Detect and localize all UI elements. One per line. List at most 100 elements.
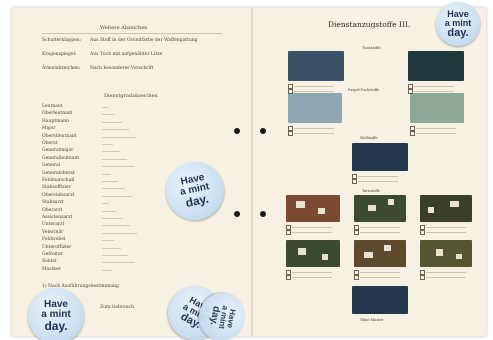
- fabric-swatch-camo-olive: [420, 240, 472, 267]
- rank-detail-rule: [102, 210, 116, 212]
- checkbox-caption-line: [358, 181, 398, 182]
- left-page-subheading: Dienstgradabzeichen: [104, 93, 158, 99]
- rank-entry: Feldmarschall: [42, 178, 75, 183]
- checkbox-square: [420, 275, 425, 280]
- rank-entry: Generalleutnant: [42, 155, 80, 161]
- checkbox-square: [286, 270, 291, 275]
- checkbox-square: [288, 126, 293, 131]
- rank-detail-rule: [102, 151, 120, 153]
- fabric-swatch-dark-teal: [408, 51, 464, 81]
- fabric-swatch-camo-brown: [354, 240, 406, 267]
- left-page-heading: Weitere Abzeichen: [100, 25, 148, 31]
- rank-detail-rule: [102, 173, 111, 175]
- rank-entry: Generalmajor: [42, 148, 74, 154]
- checkbox-square: [410, 131, 415, 136]
- intro-text: Aus Stoff in der Grundfarbe der Waffenga…: [90, 38, 198, 43]
- rank-detail-rule: [102, 129, 129, 131]
- rank-detail-rule: [102, 232, 137, 234]
- have-a-mint-day-badge: Have a mint day.: [28, 288, 84, 340]
- left-page: Weitere Abzeichen Schulterklappen: Aus S…: [12, 8, 252, 336]
- checkbox-caption-line: [426, 277, 466, 278]
- checkbox-square: [286, 275, 291, 280]
- intro-key: Schulterklappen:: [42, 38, 82, 43]
- intro-text: Nach besonderer Vorschrift: [90, 66, 154, 71]
- rank-detail-rule: [102, 203, 109, 205]
- checkbox-caption-line: [426, 232, 466, 233]
- rank-entry: General: [42, 163, 61, 169]
- badge-text: a mint: [41, 309, 71, 320]
- checkbox-caption-line: [414, 91, 454, 92]
- checkbox-square: [352, 174, 357, 179]
- rank-entry: Oberarzt: [42, 207, 63, 213]
- fabric-swatch-navy-bottom: [352, 286, 408, 314]
- rank-entry: Major: [42, 126, 56, 132]
- checkbox-caption-line: [360, 232, 400, 233]
- rank-detail-rule: [102, 181, 118, 182]
- rank-detail-rule: [102, 158, 127, 160]
- rank-entry: Soldat: [42, 259, 57, 265]
- rank-entry: Oberleutnant: [42, 111, 73, 117]
- binder-hole: [234, 211, 240, 217]
- badge-text: Have: [44, 299, 68, 310]
- binder-hole: [260, 128, 266, 134]
- checkbox-square: [410, 126, 415, 131]
- binder-hole: [234, 128, 240, 134]
- checkbox-caption-line: [426, 227, 466, 228]
- checkbox-square: [288, 84, 293, 89]
- fabric-swatch-light-blue: [288, 93, 342, 123]
- badge-text: Have: [447, 8, 469, 19]
- checkbox-square: [408, 89, 413, 94]
- checkbox-caption-line: [292, 277, 332, 278]
- rank-detail-rule: [102, 269, 112, 271]
- fabric-swatch-camo-rust: [286, 195, 340, 222]
- footnote: 1) Nach Ausführungsbestimmung: [42, 284, 119, 289]
- rank-entry: Assistenzarzt: [42, 215, 73, 220]
- checkbox-square: [354, 275, 359, 280]
- heading-rule: [42, 33, 222, 34]
- rank-entry: Oberstleutnant: [42, 133, 77, 139]
- page-footer: Zum Gebrauch: [100, 305, 135, 310]
- rank-detail-rule: [102, 262, 135, 264]
- badge-text: day.: [44, 319, 68, 333]
- section-label: Tuchstoffe: [362, 46, 381, 50]
- rank-detail-rule: [102, 188, 125, 190]
- rank-detail-rule: [102, 114, 115, 116]
- rank-entry: Stabsoffizier: [42, 185, 71, 191]
- checkbox-caption-line: [292, 227, 332, 228]
- intro-key: Ärmelabzeichen:: [42, 66, 81, 71]
- checkbox-caption-line: [294, 128, 334, 129]
- checkbox-caption-line: [360, 272, 400, 273]
- checkbox-square: [286, 230, 291, 235]
- rank-detail-rule: [102, 144, 113, 145]
- checkbox-square: [354, 225, 359, 230]
- fabric-swatch-slate: [288, 51, 344, 81]
- rank-detail-rule: [102, 247, 121, 249]
- intro-key: Kragenspiegel:: [42, 52, 77, 57]
- binder-hole: [260, 211, 266, 217]
- rank-detail-rule: [102, 136, 136, 138]
- checkbox-caption-line: [360, 227, 400, 228]
- checkbox-square: [288, 89, 293, 94]
- rank-entry: Unteroffizier: [42, 244, 72, 250]
- section-label: Wollstoffe: [360, 136, 378, 140]
- checkbox-caption-line: [426, 272, 466, 273]
- open-booklet: Weitere Abzeichen Schulterklappen: Aus S…: [12, 8, 486, 336]
- checkbox-square: [286, 225, 291, 230]
- rank-entry: Oberstabsarzt: [42, 192, 75, 198]
- rank-entry: Gefreiter: [42, 252, 63, 257]
- have-a-mint-day-badge: Have a mint day.: [436, 2, 480, 46]
- badge-text: a mint: [444, 17, 472, 28]
- rank-detail-rule: [102, 195, 132, 197]
- checkbox-caption-line: [292, 272, 332, 273]
- rank-detail-rule: [102, 240, 114, 242]
- fabric-swatch-camo-olive-dark: [420, 195, 472, 222]
- checkbox-square: [420, 225, 425, 230]
- checkbox-square: [288, 131, 293, 136]
- checkbox-caption-line: [294, 91, 334, 92]
- checkbox-caption-line: [360, 277, 400, 278]
- fabric-swatch-navy: [352, 143, 408, 171]
- checkbox-caption-line: [416, 133, 456, 134]
- badge-text: day.: [207, 305, 222, 327]
- rank-entry: Leutnant: [42, 104, 63, 109]
